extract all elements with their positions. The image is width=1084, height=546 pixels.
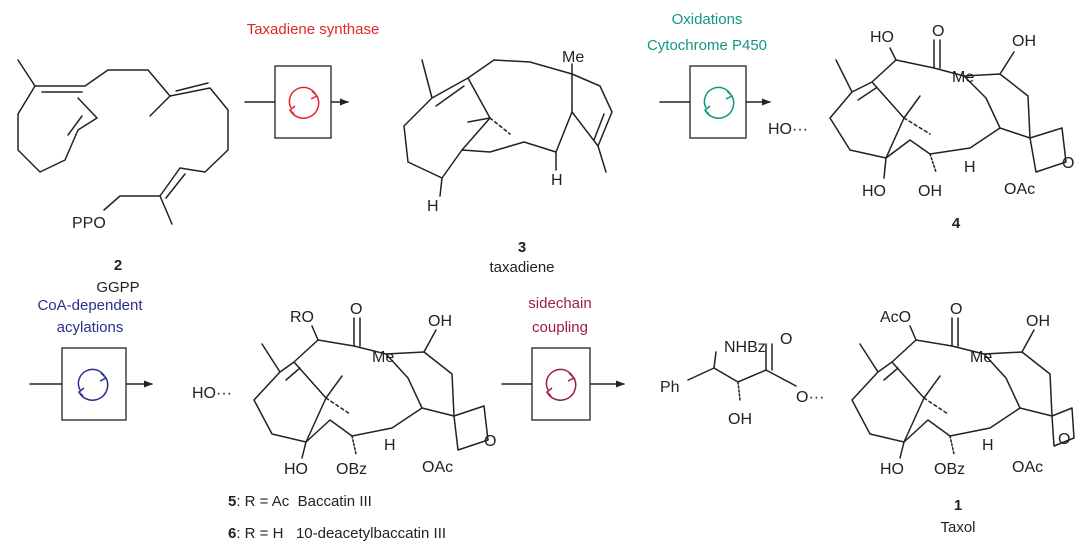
o-label: O (932, 23, 944, 40)
o-label: O (1058, 431, 1070, 448)
oh-label: OH (1026, 313, 1050, 330)
compound-2-number: 2 (114, 257, 122, 274)
compound-2-name: GGPP (96, 279, 139, 296)
step-4-label-line2: coupling (532, 319, 588, 336)
step-sidechain-coupling: sidechain coupling (501, 295, 625, 421)
enzyme-box-2 (689, 65, 747, 139)
step-acylations: CoA-dependent acylations (29, 297, 153, 421)
step-1-label: Taxadiene synthase (247, 21, 380, 38)
obz-label: OBz (336, 461, 367, 478)
svg-text:6: R = H 10-deacetylbaccatin: 6: R = H 10-deacetylbaccatin III (228, 525, 446, 542)
ph-label: Ph (660, 379, 680, 396)
step-oxidations: Oxidations Cytochrome P450 (647, 11, 771, 139)
step-2-label-line2: Cytochrome P450 (647, 37, 767, 54)
compound-5-text: : R = Ac Baccatin III (236, 493, 371, 510)
ppo-label: PPO (72, 215, 106, 232)
ggpp-structure: PPO 2 GGPP (17, 59, 229, 296)
compound-4-number: 4 (952, 215, 961, 232)
compound-6-caption: 6: R = H 10-deacetylbaccatin III (228, 525, 446, 542)
o-label: O (780, 331, 792, 348)
compound-3-number: 3 (518, 239, 526, 256)
oh-label: HO (284, 461, 308, 478)
o-label: O (1062, 155, 1074, 172)
oh-label: HO··· (192, 385, 232, 402)
oac-label: OAc (1004, 181, 1035, 198)
step-3-label-line1: CoA-dependent (37, 297, 143, 314)
compound-6-text: : R = H 10-deacetylbaccatin III (236, 525, 446, 542)
aco-label: AcO (880, 309, 911, 326)
compound-4-structure: HO O OH Me HO··· O H HO OH OAc 4 (768, 23, 1074, 232)
cycle-icon (545, 368, 577, 401)
oh-label: HO··· (768, 121, 808, 138)
compound-5-number: 5 (228, 493, 236, 510)
h-label: H (982, 437, 994, 454)
oh-label: OH (1012, 33, 1036, 50)
compound-6-number: 6 (228, 525, 236, 542)
me-label: Me (562, 49, 584, 66)
oh-label: OH (428, 313, 452, 330)
h-label: H (384, 437, 396, 454)
cycle-icon (288, 86, 320, 119)
step-3-label-line2: acylations (57, 319, 124, 336)
me-label: Me (970, 349, 992, 366)
me-label: Me (372, 349, 394, 366)
me-label: Me (952, 69, 974, 86)
compound-1-name: Taxol (940, 519, 975, 536)
enzyme-box-4 (531, 347, 591, 421)
compound-5-caption: 5: R = Ac Baccatin III (228, 493, 372, 510)
h-label: H (964, 159, 976, 176)
taxadiene-structure: Me H H 3 taxadiene (403, 49, 613, 276)
enzyme-box-3 (61, 347, 127, 421)
oh-label: HO (870, 29, 894, 46)
ro-label: RO (290, 309, 314, 326)
oac-label: OAc (1012, 459, 1043, 476)
oac-label: OAc (422, 459, 453, 476)
obz-label: OBz (934, 461, 965, 478)
svg-text:5: R = Ac Baccatin III: 5: R = Ac Baccatin III (228, 493, 372, 510)
baccatin-structure: RO O OH Me HO··· O H HO OBz OAc (192, 301, 496, 478)
step-taxadiene-synthase: Taxadiene synthase (244, 21, 380, 139)
step-4-label-line1: sidechain (528, 295, 591, 312)
cycle-icon (703, 86, 735, 119)
taxol-structure: NHBz O Ph O··· OH AcO O OH Me O H HO OBz… (660, 301, 1075, 536)
oh-label: HO (862, 183, 886, 200)
compound-1-number: 1 (954, 497, 962, 514)
oh-label: OH (918, 183, 942, 200)
o-label: O (350, 301, 362, 318)
h-label: H (551, 172, 563, 189)
oh-label: HO (880, 461, 904, 478)
o-label: O (950, 301, 962, 318)
enzyme-box-1 (274, 65, 332, 139)
h-label: H (427, 198, 439, 215)
o-label: O (484, 433, 496, 450)
step-2-label-line1: Oxidations (672, 11, 743, 28)
cycle-icon (77, 368, 109, 401)
o-label: O··· (796, 389, 824, 406)
nhbz-label: NHBz (724, 339, 766, 356)
compound-3-name: taxadiene (489, 259, 554, 276)
oh-label: OH (728, 411, 752, 428)
